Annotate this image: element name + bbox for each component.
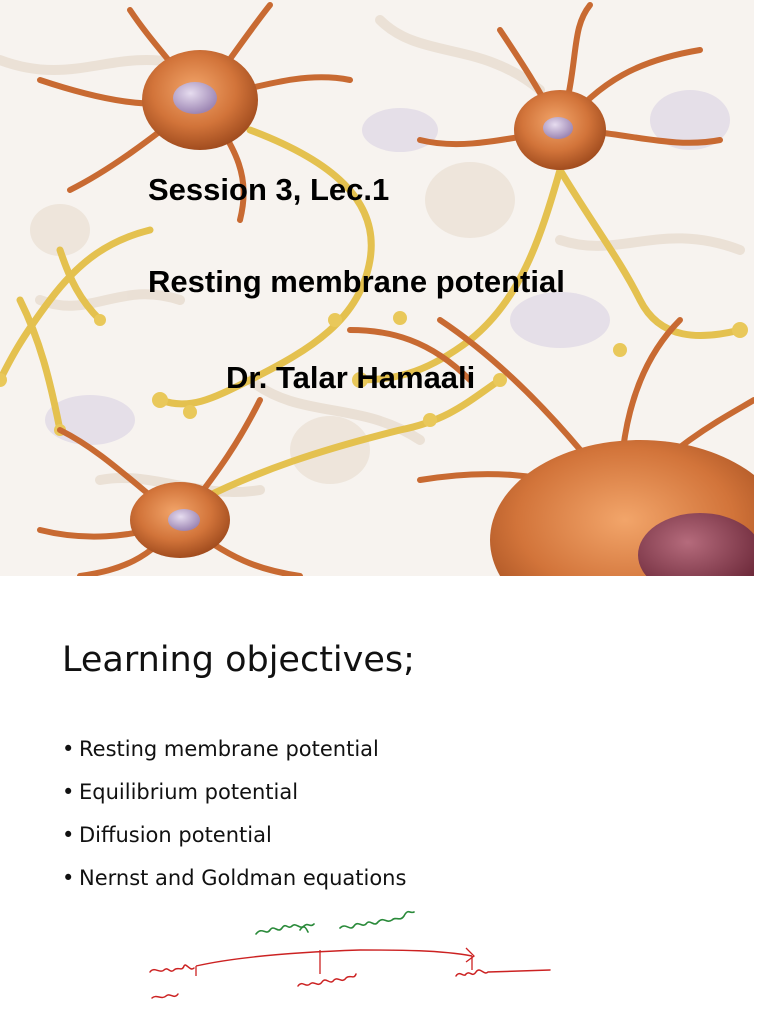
bullet-icon: • [62, 823, 75, 847]
objectives-heading: Learning objectives; [62, 640, 415, 680]
author-name: Dr. Talar Hamaali [226, 360, 476, 395]
lecture-title: Resting membrane potential [148, 264, 565, 299]
cover-slide: Session 3, Lec.1 Resting membrane potent… [0, 0, 754, 576]
session-title: Session 3, Lec.1 [148, 172, 390, 207]
bullet-icon: • [62, 780, 75, 804]
list-item: •Nernst and Goldman equations [62, 861, 406, 904]
objectives-slide: Learning objectives; •Resting membrane p… [0, 578, 768, 1024]
list-item: •Resting membrane potential [62, 732, 406, 775]
neuron-illustration [0, 2, 754, 576]
handwritten-annotation [149, 910, 551, 999]
bullet-icon: • [62, 866, 75, 890]
list-item: •Equilibrium potential [62, 775, 406, 818]
bullet-icon: • [62, 737, 75, 761]
list-item: •Diffusion potential [62, 818, 406, 861]
objectives-list: •Resting membrane potential •Equilibrium… [62, 732, 406, 904]
cell-bodies [130, 50, 754, 576]
